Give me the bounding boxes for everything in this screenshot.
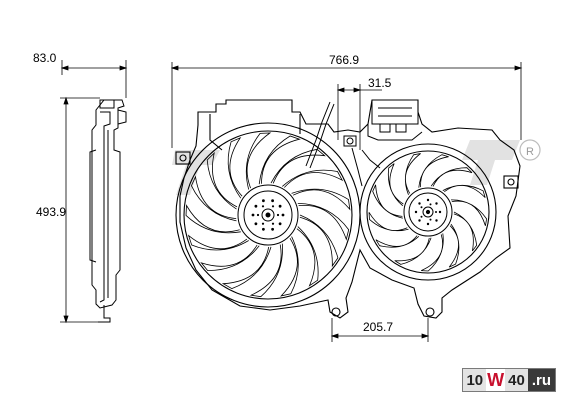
fan-blade <box>200 244 260 271</box>
hub-hole <box>256 213 260 217</box>
hub-hole <box>414 210 418 214</box>
fan-blade <box>453 211 478 252</box>
fan-blade <box>227 137 243 199</box>
fan-blade <box>387 163 404 207</box>
hub-hole <box>271 199 274 203</box>
fan-blade <box>282 169 344 188</box>
dimension-width-label: 766.9 <box>329 53 359 67</box>
fan-blade <box>206 151 238 210</box>
fan-blade <box>279 236 299 297</box>
hub-hole <box>418 219 421 222</box>
hub-hole <box>438 210 442 214</box>
fan-blade <box>185 204 241 234</box>
watermark-part-2: W <box>486 369 506 391</box>
dimension-height <box>60 96 100 324</box>
watermark-part-3: 40 <box>505 369 528 391</box>
side-view <box>89 99 127 323</box>
hub-hole <box>420 215 423 218</box>
hub-hole <box>278 204 282 208</box>
fan-blade <box>296 226 319 287</box>
hub-hole <box>435 202 438 205</box>
watermark-logo: 10 W 40 .ru <box>462 368 556 392</box>
hub-hole <box>435 211 437 213</box>
fan-blade <box>375 235 420 248</box>
fan-blade <box>430 167 473 187</box>
fan-shroud <box>175 99 521 319</box>
hub-hole <box>271 205 275 208</box>
fan-2-hub <box>403 187 453 237</box>
hub-hole <box>276 213 280 217</box>
fan-blade <box>299 214 339 268</box>
hub-hole <box>251 213 255 217</box>
fan-1-hub-holes <box>251 199 285 231</box>
dimension-offset-top-label: 31.5 <box>368 76 392 90</box>
fan-blade <box>291 188 351 211</box>
fan-blade <box>221 246 272 290</box>
fan-blade <box>187 234 249 251</box>
fan-blade <box>421 233 444 272</box>
fan-blade <box>442 184 486 198</box>
hub-hole <box>262 199 265 203</box>
dimension-height-label: 493.9 <box>36 205 66 219</box>
registered-mark: R <box>526 146 534 158</box>
dimension-depth-label: 83.0 <box>33 51 57 65</box>
hub-hole <box>435 219 438 222</box>
watermark-part-1: 10 <box>463 369 487 391</box>
hub-hole <box>426 198 430 202</box>
fan-blade <box>270 148 326 184</box>
dimension-offset-bottom <box>330 318 430 342</box>
hub-hole <box>271 227 274 231</box>
hub-hole <box>278 222 282 226</box>
dimension-offset-top <box>336 84 382 150</box>
hub-hole <box>254 204 258 208</box>
fan-1-hub <box>237 184 299 246</box>
fan-1-blades <box>185 132 351 298</box>
fan-blade <box>372 184 403 219</box>
fan-blade <box>297 203 350 241</box>
hub-hole <box>426 222 430 226</box>
fan-blade <box>404 153 421 195</box>
dimension-offset-bottom-label: 205.7 <box>363 320 393 334</box>
dimension-width <box>170 62 523 148</box>
hub-hole <box>281 213 285 217</box>
fan-blade <box>190 175 237 222</box>
hub-hole <box>429 218 432 221</box>
hub-hole <box>418 202 421 205</box>
fan-blade <box>368 212 409 232</box>
hub-hole <box>254 222 258 226</box>
hub-hole <box>271 222 275 225</box>
fan-blade <box>245 132 272 190</box>
fan-blade <box>450 199 488 226</box>
watermark-part-4: .ru <box>527 369 555 391</box>
hub-hole <box>420 206 423 209</box>
fan-2-hub-holes <box>414 198 442 226</box>
hub-hole <box>262 227 265 231</box>
hub-hole <box>261 205 265 208</box>
hub-hole <box>429 203 432 206</box>
fan-blade <box>258 135 301 185</box>
dimension-depth <box>60 60 128 98</box>
hub-hole <box>261 222 265 225</box>
fan-blade <box>418 154 449 188</box>
fan-blade <box>448 223 460 268</box>
fan-blade <box>249 243 283 298</box>
fan-2-blades <box>368 153 488 272</box>
fan-blade <box>394 237 432 265</box>
